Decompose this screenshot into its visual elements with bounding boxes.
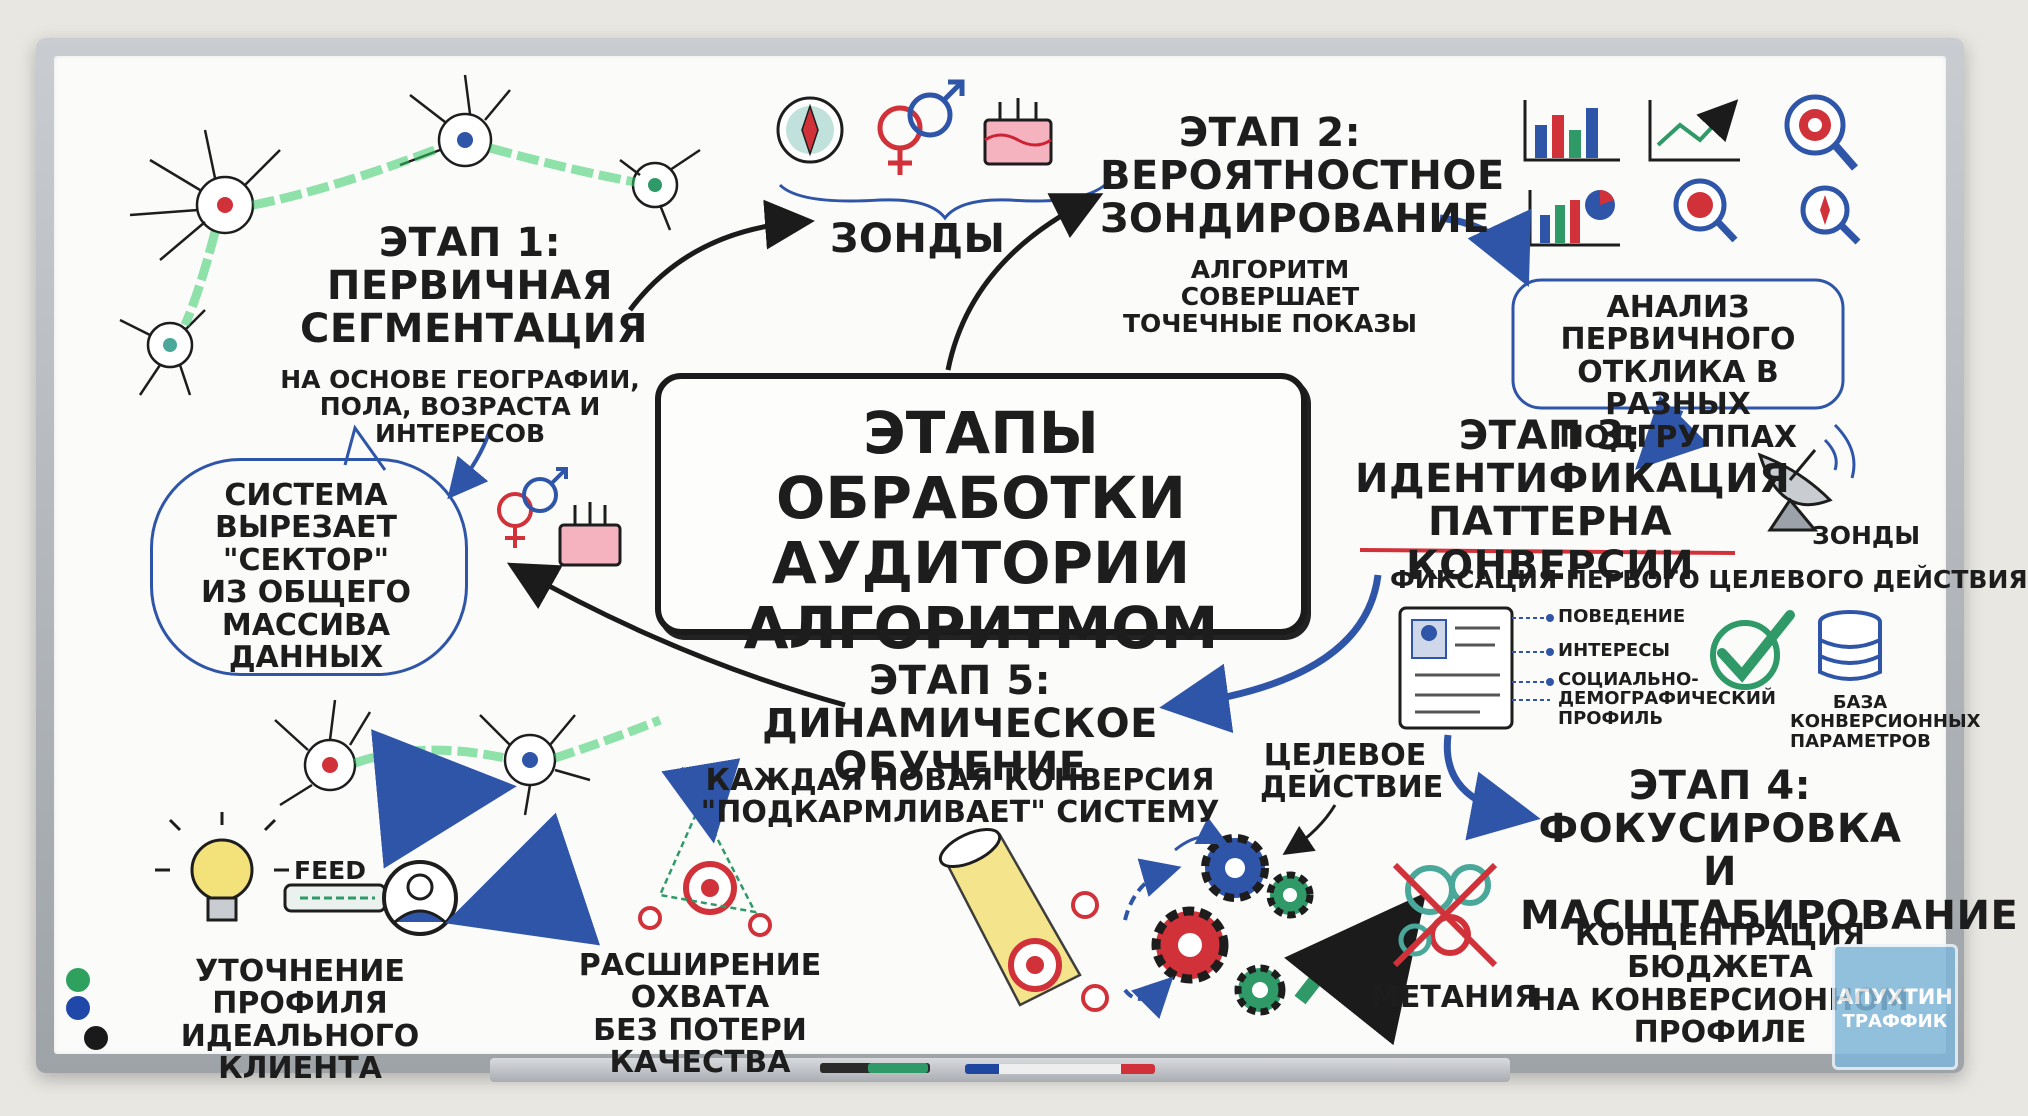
green-marker-band (868, 1063, 928, 1073)
stage2-heading: ЭТАП 2: ВЕРОЯТНОСТНОЕ ЗОНДИРОВАНИЕ (1100, 110, 1505, 243)
growth-arrow-icon (1284, 892, 1427, 1046)
stage5-subtitle: КАЖДАЯ НОВАЯ КОНВЕРСИЯ "ПОДКАРМЛИВАЕТ" С… (700, 763, 1220, 831)
checkmark-icon (1710, 610, 1795, 690)
bar-chart-icon (1528, 190, 1620, 247)
arrow-to-stage5 (1159, 574, 1382, 734)
title-box: ЭТАПЫ ОБРАБОТКИ АУДИТОРИИ АЛГОРИТМОМ (655, 373, 1307, 660)
stage3-heading: ЭТАП 3: ИДЕНТИФИКАЦИЯ ПАТТЕРНА КОНВЕРСИИ (1355, 413, 1791, 589)
blue-magnet (66, 996, 90, 1020)
logo-line1: АПУХТИН (1837, 985, 1953, 1009)
neuron-icon (119, 74, 701, 396)
analysis-text: АНАЛИЗ ПЕРВИЧНОГО ОТКЛИКА В РАЗНЫХ ПОДГР… (1558, 290, 1798, 455)
cycle-arrow (445, 812, 601, 946)
arrow-stage1-to-probes (628, 199, 815, 312)
stage4-heading: ЭТАП 4: ФОКУСИРОВКА И МАСШТАБИРОВАНИЕ (1520, 763, 2019, 939)
arrow-stage5-to-stage1 (506, 562, 846, 708)
stage3-subtitle: ФИКСАЦИЯ ПЕРВОГО ЦЕЛЕВОГО ДЕЙСТВИЯ (1390, 565, 2028, 594)
spotlight-icon (938, 827, 1109, 1012)
arrow-to-analysis (1439, 208, 1532, 288)
brand-logo: АПУХТИН ТРАФФИК (1832, 944, 1958, 1070)
gender-icon (877, 79, 965, 175)
satellite-dish-icon (1757, 423, 1856, 532)
compass-icon (776, 96, 844, 164)
target-magnifier-icon (1673, 178, 1738, 243)
gender-icon (497, 467, 568, 548)
cycle-arrow (371, 729, 517, 869)
profile-item-behavior: ПОВЕДЕНИЕ (1558, 606, 1686, 627)
stage2-subtitle: АЛГОРИТМ СОВЕРШАЕТ ТОЧЕЧНЫЕ ПОКАЗЫ (1122, 255, 1418, 338)
stage1-subtitle: НА ОСНОВЕ ГЕОГРАФИИ, ПОЛА, ВОЗРАСТА И ИН… (280, 365, 640, 448)
profile-card-icon (1398, 606, 1554, 730)
bar-chart-icon (1523, 100, 1620, 162)
black-magnet (84, 1026, 108, 1050)
logo-line2: ТРАФФИК (1842, 1011, 1948, 1032)
arrow-to-stage3 (1635, 395, 1710, 470)
database-icon (1818, 610, 1882, 681)
probes-label: ЗОНДЫ (830, 216, 1006, 262)
lightbulb-icon (155, 812, 289, 922)
user-avatar-icon (382, 860, 458, 936)
pattern-underline (1359, 548, 1736, 555)
feed-pipe (283, 883, 387, 913)
arrow-to-stage4 (1443, 734, 1541, 841)
gear-icon (1151, 834, 1314, 1016)
color-markers (965, 1064, 1155, 1074)
database-label: БАЗА КОНВЕРСИОННЫХ ПАРАМЕТРОВ (1790, 692, 1981, 752)
cake-icon (558, 502, 622, 567)
stage1-bubble-text: СИСТЕМА ВЫРЕЗАЕТ "СЕКТОР" ИЗ ОБЩЕГО МАСС… (200, 478, 412, 675)
profile-item-interests: ИНТЕРЕСЫ (1558, 640, 1671, 661)
arrow-to-gender (447, 429, 492, 500)
arrow-to-stage2 (945, 193, 1104, 371)
page-title: ЭТАПЫ ОБРАБОТКИ АУДИТОРИИ АЛГОРИТМОМ (743, 399, 1219, 662)
stage3-probes: ЗОНДЫ (1812, 521, 1921, 550)
compass-icon (1800, 185, 1861, 245)
expansion-diagram (638, 758, 772, 937)
expand-label: РАСШИРЕНИЕ ОХВАТА БЕЗ ПОТЕРИ КАЧЕСТВА (578, 948, 822, 1081)
throwing-label: МЕТАНИЯ (1370, 980, 1538, 1015)
feed-label: FEED (294, 856, 366, 885)
profile-item-demographics: СОЦИАЛЬНО- ДЕМОГРАФИЧЕСКИЙ ПРОФИЛЬ (1558, 669, 1776, 729)
cake-icon (983, 98, 1053, 166)
target-action-label: ЦЕЛЕВОЕ ДЕЙСТВИЕ (1260, 738, 1444, 806)
segment-bubble (150, 458, 468, 676)
stage1-heading: ЭТАП 1: ПЕРВИЧНАЯ СЕГМЕНТАЦИЯ (300, 220, 648, 353)
green-magnet (66, 968, 90, 992)
line-chart-icon (1648, 99, 1740, 162)
stage5-heading: ЭТАП 5: ДИНАМИЧЕСКОЕ ОБУЧЕНИЕ (762, 658, 1158, 791)
crossed-targets-icon (1392, 862, 1498, 968)
probes-brace (778, 183, 1106, 221)
refine-label: УТОЧНЕНИЕ ПРОФИЛЯ ИДЕАЛЬНОГО КЛИЕНТА (180, 954, 420, 1087)
target-magnifier-icon (1784, 94, 1859, 171)
